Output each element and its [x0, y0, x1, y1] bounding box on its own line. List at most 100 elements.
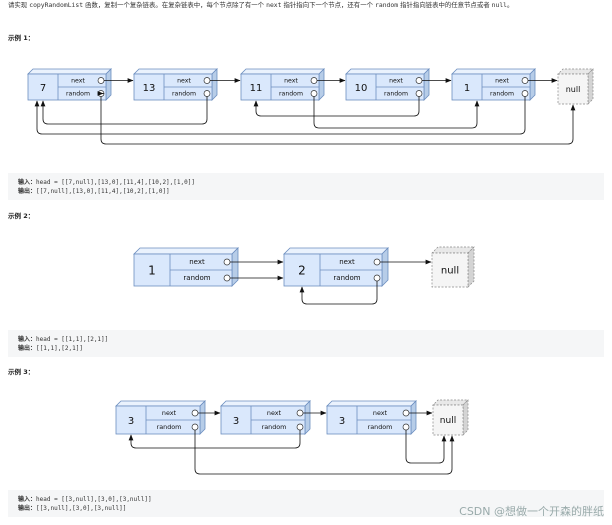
next-pointer-dot	[415, 77, 423, 84]
intro-text: 指针指向链表中的任意节点或者	[398, 1, 492, 9]
null-side-face	[462, 399, 469, 436]
list-node: 3 next random	[220, 400, 311, 435]
next-pointer-dot	[521, 77, 529, 84]
output-label: 输出：	[18, 505, 37, 512]
null-front-face	[431, 252, 469, 288]
example-3-code: 输入：head = [[3,null],[3,0],[3,null]] 输出：[…	[8, 490, 604, 517]
node-value: 13	[143, 83, 156, 94]
node-side-face	[211, 68, 218, 101]
output-label: 输出：	[18, 345, 37, 352]
random-field-label: random	[66, 91, 90, 98]
next-field-label: next	[189, 258, 205, 266]
output-value: [[7,null],[13,0],[11,4],[10,2],[1,0]]	[36, 188, 170, 195]
node-top-face	[115, 400, 206, 407]
example-1-code: 输入：head = [[7,null],[13,0],[11,4],[10,2]…	[8, 173, 604, 200]
random-pointer-dot	[296, 423, 304, 431]
random-pointer-dot	[203, 90, 211, 97]
random-arrow	[405, 430, 447, 464]
random-field-label: random	[262, 423, 287, 431]
next-field-label: next	[495, 78, 509, 85]
node-value: 3	[128, 416, 134, 427]
next-pointer-dot	[191, 409, 199, 417]
node-top-face	[451, 68, 536, 75]
next-pointer-dot	[310, 77, 318, 84]
watermark: CSDN @想做一个开森的胖纸	[459, 505, 604, 518]
null-keyword: null	[491, 1, 508, 9]
null-side-face	[467, 246, 475, 288]
input-value: head = [[3,null],[3,0],[3,null]]	[36, 496, 152, 503]
output-label: 输出：	[18, 188, 37, 195]
input-label: 输入：	[18, 179, 37, 186]
node-top-face	[326, 400, 417, 407]
example-2-title: 示例 2：	[8, 212, 35, 220]
next-field-label: next	[177, 78, 191, 85]
next-keyword: next	[266, 1, 282, 9]
node-side-face	[529, 68, 536, 101]
example-2-code: 输入：head = [[1,1],[2,1]] 输出：[[1,1],[2,1]]	[8, 330, 604, 357]
random-arrow	[40, 96, 208, 125]
null-label: null	[566, 85, 581, 94]
null-side-face	[587, 68, 594, 105]
node-top-face	[345, 68, 430, 75]
node-value: 3	[339, 416, 345, 427]
intro-text: 。	[507, 1, 514, 9]
null-front-face	[557, 73, 589, 105]
next-pointer-dot	[97, 77, 105, 84]
node-side-face	[231, 247, 239, 287]
next-field-label: next	[389, 78, 403, 85]
input-label: 输入：	[18, 496, 37, 503]
node-side-face	[105, 68, 112, 101]
intro-text: 指针指向下一个节点，还有一个	[281, 1, 376, 9]
node-top-face	[133, 247, 239, 255]
random-pointer-dot	[521, 90, 529, 97]
node-top-face	[220, 400, 311, 407]
next-pointer-dot	[223, 258, 231, 266]
node-value: 3	[233, 416, 239, 427]
null-node: null	[432, 399, 469, 436]
null-top-face	[431, 246, 475, 254]
node-side-face	[304, 400, 311, 435]
function-name: copyRandomList	[29, 1, 84, 9]
next-pointer-dot	[203, 77, 211, 84]
node-value: 1	[148, 264, 156, 278]
input-label: 输入：	[18, 336, 37, 343]
next-field-label: next	[267, 409, 282, 417]
node-top-face	[27, 68, 112, 75]
null-top-face	[557, 68, 594, 75]
random-keyword: random	[375, 1, 399, 9]
null-front-face	[432, 404, 464, 436]
random-pointer-dot	[223, 274, 231, 282]
null-top-face	[432, 399, 469, 406]
example-3-title: 示例 3：	[8, 368, 35, 376]
next-pointer-dot	[402, 409, 410, 417]
next-pointer-dot	[373, 258, 381, 266]
node-value: 11	[250, 83, 263, 94]
null-label: null	[441, 266, 459, 277]
intro-text: 请实现	[8, 1, 30, 9]
node-side-face	[381, 247, 389, 287]
random-field-label: random	[279, 91, 303, 98]
next-pointer-dot	[296, 409, 304, 417]
node-top-face	[133, 68, 218, 75]
random-pointer-dot	[310, 90, 318, 97]
problem-statement: 请实现 copyRandomList 函数，复制一个复杂链表。在复杂链表中，每个…	[8, 0, 513, 9]
random-pointer-dot	[191, 423, 199, 431]
null-node: null	[431, 246, 475, 288]
node-side-face	[423, 68, 430, 101]
random-pointer-dot	[373, 274, 381, 282]
node-side-face	[318, 68, 325, 101]
random-field-label: random	[333, 274, 360, 282]
next-field-label: next	[162, 409, 177, 417]
output-value: [[3,null],[3,0],[3,null]]	[36, 505, 127, 512]
null-label: null	[440, 416, 456, 426]
random-pointer-dot	[415, 90, 423, 97]
